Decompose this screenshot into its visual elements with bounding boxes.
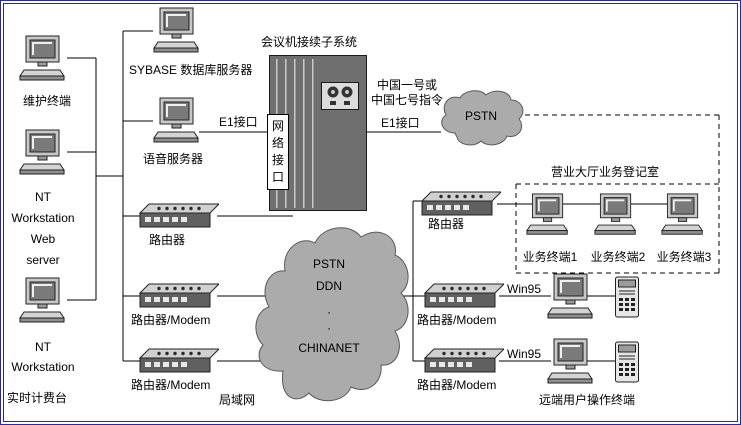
voice-server-label: 语音服务器 (143, 152, 204, 166)
wan-cloud-line-ddn: DDN (316, 279, 342, 293)
lan-router-modem1-label: 路由器/Modem (131, 313, 211, 327)
lan-router-modem2-icon (139, 348, 219, 374)
win95-pc1-icon (547, 273, 595, 321)
service-terminal3-label: 业务终端3 (656, 250, 712, 264)
nt-workstation-web-server-label: NT Workstation Web server (11, 190, 75, 267)
business-hall-dashed-boundary (515, 114, 720, 274)
lan-label: 局域网 (219, 393, 256, 407)
signaling-label: 中国一号或 中国七号指令 (370, 78, 443, 107)
pstn-cloud-label: PSTN (464, 109, 497, 123)
win95-pc2-icon (547, 338, 595, 386)
phone2-icon (613, 341, 641, 383)
lan-router-modem2-label: 路由器/Modem (131, 378, 211, 392)
remote-router-modem1-icon (424, 283, 504, 309)
lan-router-label: 路由器 (149, 233, 186, 247)
wan-cloud-dot2: · (327, 321, 331, 335)
remote-router-modem2-icon (424, 348, 504, 374)
conference-subsystem-box: 网络接口 (267, 55, 367, 211)
wan-cloud-line-pstn: PSTN (312, 257, 345, 271)
wan-cloud-dot1: · (327, 305, 331, 319)
nt-workstation2-icon (19, 277, 67, 325)
sybase-server-icon (153, 7, 201, 55)
service-terminal2-label: 业务终端2 (590, 250, 646, 264)
subsystem-title: 会议机接续子系统 (261, 35, 358, 49)
remote-router-icon (421, 191, 501, 217)
lan-router-modem1-icon (139, 283, 219, 309)
remote-router-modem2-label: 路由器/Modem (417, 378, 497, 392)
e1-interface-right-label: E1接口 (381, 116, 420, 130)
remote-router-modem1-label: 路由器/Modem (417, 313, 497, 327)
service-terminal2-icon (594, 193, 638, 237)
billing-console-label: 实时计费台 (7, 391, 68, 405)
service-terminal1-icon (526, 193, 570, 237)
nt-workstation2-label: NT Workstation (11, 340, 75, 374)
wan-cloud: PSTN DDN · · CHINANET (249, 213, 409, 408)
maintenance-terminal-icon (19, 35, 67, 83)
wan-cloud-line-chinanet: CHINANET (298, 341, 360, 355)
phone1-icon (613, 276, 641, 318)
service-terminal1-label: 业务终端1 (522, 250, 578, 264)
network-interface-box: 网络接口 (267, 114, 289, 190)
tape-reel-panel (321, 82, 359, 110)
nt-workstation-web-server-icon (19, 129, 67, 177)
service-terminal3-icon (661, 193, 705, 237)
win95-label-1: Win95 (507, 282, 542, 296)
remote-user-terminal-label: 远端用户操作终端 (539, 393, 636, 407)
pstn-cloud: PSTN (435, 87, 527, 149)
maintenance-terminal-label: 维护终端 (22, 94, 71, 108)
sybase-server-label: SYBASE 数据库服务器 (129, 63, 253, 77)
e1-interface-left-label: E1接口 (219, 115, 258, 129)
win95-label-2: Win95 (507, 347, 542, 361)
remote-router-label: 路由器 (428, 217, 465, 231)
lan-router-icon (139, 203, 219, 229)
voice-server-icon (153, 97, 201, 145)
business-hall-title: 营业大厅业务登记室 (551, 165, 660, 179)
